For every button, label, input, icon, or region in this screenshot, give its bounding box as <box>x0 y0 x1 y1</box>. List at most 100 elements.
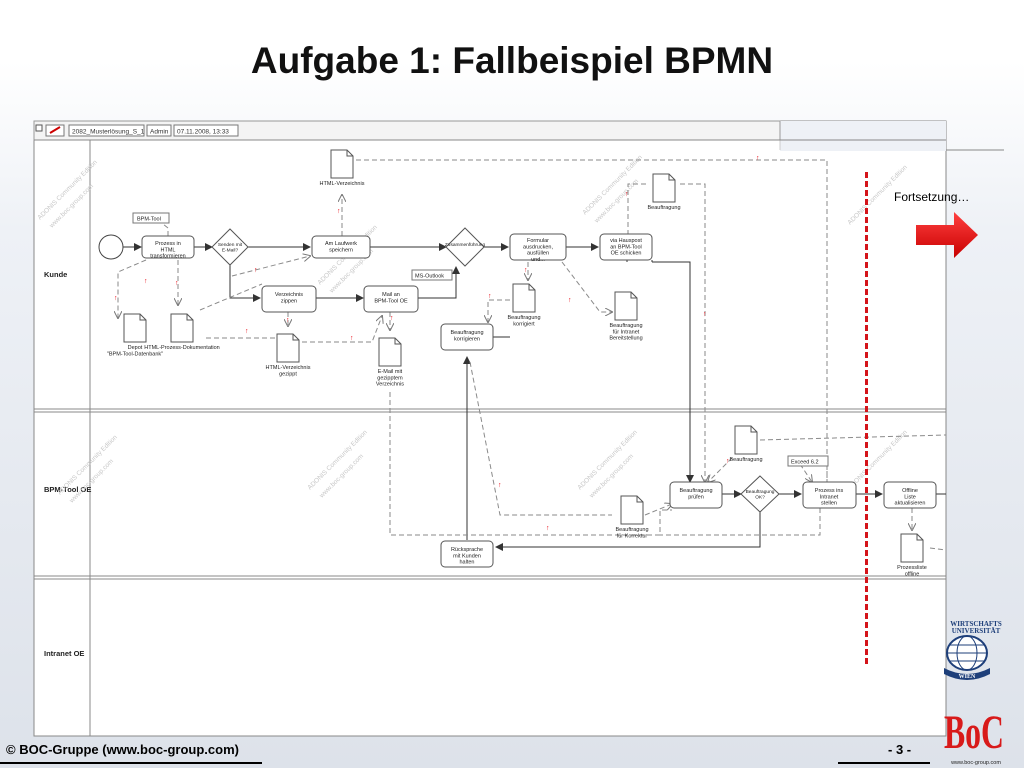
svg-text:↑: ↑ <box>175 280 179 287</box>
task-mail-senden[interactable] <box>363 285 419 313</box>
document-d9[interactable] <box>734 425 758 455</box>
tasks <box>141 233 937 568</box>
model-tab[interactable] <box>68 124 145 137</box>
document-d8[interactable] <box>614 291 638 321</box>
footer-right-underline <box>838 762 930 764</box>
svg-text:↑: ↑ <box>390 315 394 322</box>
svg-text:↑: ↑ <box>524 267 528 274</box>
university-logo: WIRTSCHAFTS UNIVERSITÄT WIEN BoC www.boc… <box>944 620 1004 766</box>
document-label: Depot"BPM-Tool-Datenbank" <box>107 345 163 357</box>
document-d6[interactable] <box>378 337 402 367</box>
continuation-divider <box>865 172 868 664</box>
user-tab[interactable] <box>146 124 172 137</box>
svg-text:↑: ↑ <box>568 297 572 304</box>
svg-text:↑: ↑ <box>498 482 502 489</box>
svg-text:↑: ↑ <box>337 208 341 215</box>
task-verzeichnis-zippen[interactable] <box>261 285 317 313</box>
task-prozess-transformieren[interactable] <box>141 235 195 259</box>
task-laufwerk-speichern[interactable] <box>311 235 371 259</box>
diagram-canvas <box>33 120 947 737</box>
document-label: HTML-Verzeichnis <box>320 181 365 187</box>
lane-label-intranet-oe: Intranet OE <box>44 649 84 658</box>
svg-text:BPM-Tool: BPM-Tool <box>137 217 161 223</box>
svg-text:↑: ↑ <box>726 458 730 465</box>
document-d4[interactable] <box>170 313 194 343</box>
document-label: Beauftragung <box>647 205 680 211</box>
document-d1[interactable] <box>330 149 354 179</box>
document-d5[interactable] <box>276 333 300 363</box>
svg-text:www.boc-group.com: www.boc-group.com <box>950 760 1001 766</box>
svg-text:Exceed 6.2: Exceed 6.2 <box>791 460 819 466</box>
svg-text:WIRTSCHAFTS: WIRTSCHAFTS <box>950 620 1002 628</box>
resource-ms-outlook[interactable] <box>411 269 453 281</box>
svg-text:↑: ↑ <box>756 155 760 162</box>
gateway-zusammenfuehrung[interactable] <box>445 227 485 267</box>
start-event[interactable] <box>98 234 124 260</box>
footer-copyright: © BOC-Gruppe (www.boc-group.com) <box>6 742 239 757</box>
svg-text:UNIVERSITÄT: UNIVERSITÄT <box>952 627 1001 635</box>
document-d7[interactable] <box>512 283 536 313</box>
sequence-flows <box>123 243 946 551</box>
svg-text:↑: ↑ <box>144 278 148 285</box>
resources: BPM-Tool MS-Outlook Exceed 6.2 <box>132 212 829 467</box>
svg-text:↑: ↑ <box>350 335 354 342</box>
task-beauftragung-pruefen[interactable] <box>669 481 723 509</box>
gateway-beauftragung-ok[interactable] <box>740 475 780 513</box>
svg-text:↑: ↑ <box>488 293 492 300</box>
svg-text:↑: ↑ <box>286 317 290 324</box>
document-d3[interactable] <box>123 313 147 343</box>
svg-text:↑: ↑ <box>625 191 629 198</box>
document-d2[interactable] <box>652 173 676 203</box>
svg-text:Zusammenführung: Zusammenführung <box>445 242 486 248</box>
slide-title: Aufgabe 1: Fallbeispiel BPMN <box>250 40 774 81</box>
task-formular-ausdrucken[interactable] <box>509 233 567 261</box>
document-labels: HTML-VerzeichnisBeauftragungDepot"BPM-To… <box>107 181 927 577</box>
footer-underline <box>0 762 262 764</box>
document-d10[interactable] <box>620 495 644 525</box>
gateways <box>211 227 780 513</box>
svg-text:↑: ↑ <box>254 267 258 274</box>
model-tab-label: 2082_Musterlösung_S_1 <box>72 129 145 136</box>
task-ruecksprache[interactable] <box>440 540 494 568</box>
flow-markers: ↑↑↑ ↑↑↑ ↑↑↑ ↑↑↑ ↑↑↑ ↑↑↑ <box>114 155 760 532</box>
resource-bpm-tool[interactable] <box>132 212 170 224</box>
task-hauspost-schicken[interactable] <box>599 233 653 261</box>
task-intranet-stellen[interactable] <box>802 481 857 509</box>
association-flows <box>118 159 947 551</box>
svg-text:WIEN: WIEN <box>959 674 976 680</box>
lane-label-kunde: Kunde <box>44 270 67 279</box>
task-beauftragung-korrigieren[interactable] <box>440 323 494 351</box>
svg-text:↑: ↑ <box>114 295 118 302</box>
boc-logo: BoC <box>944 706 1004 759</box>
date-tab[interactable] <box>173 124 239 137</box>
documents <box>123 149 924 563</box>
svg-text:MS-Outlook: MS-Outlook <box>415 274 444 280</box>
document-label: Beauftragung <box>729 457 762 463</box>
lane-label-bpm-tool-oe: BPM-Tool OE <box>44 485 91 494</box>
svg-text:↑: ↑ <box>245 328 249 335</box>
page-number: - 3 - <box>888 742 912 757</box>
resource-exceed[interactable] <box>787 455 829 467</box>
document-d11[interactable] <box>900 533 924 563</box>
continuation-arrow-icon[interactable] <box>916 212 980 258</box>
document-label: HTML-Prozess-Dokumentation <box>144 345 220 351</box>
task-offline-liste[interactable] <box>883 481 937 509</box>
gateway-senden-email[interactable] <box>211 228 249 266</box>
